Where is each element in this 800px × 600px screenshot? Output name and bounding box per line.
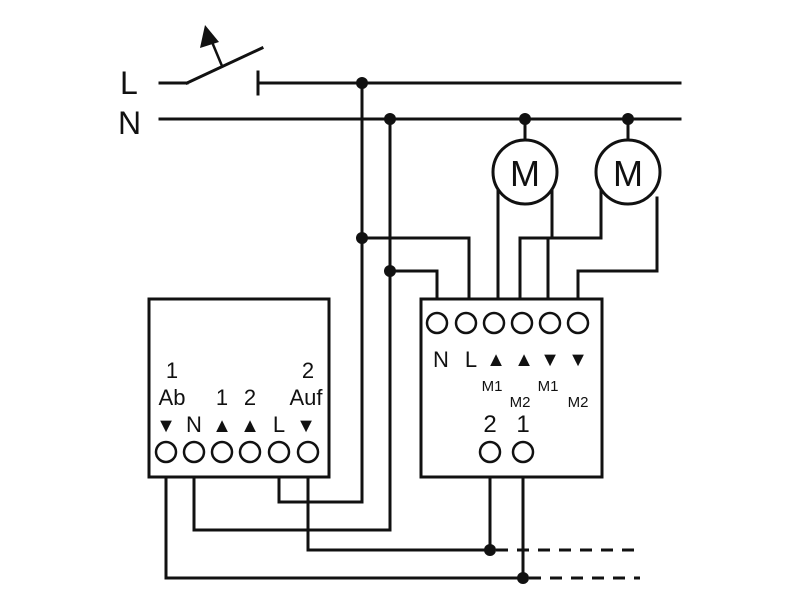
right-label-down-1: ▼ — [540, 349, 560, 371]
terminal-screw — [296, 440, 320, 464]
terminal-screw — [182, 440, 206, 464]
left-label-auf: Auf — [289, 385, 323, 410]
left-device: 1 Ab ▼ N 1 ▲ 2 ▲ L 2 Auf ▼ — [147, 297, 331, 479]
motor-1: M — [491, 113, 559, 301]
right-label-l: L — [465, 347, 477, 372]
terminal-screw — [511, 440, 535, 464]
supply-feeds — [356, 77, 471, 532]
left-label-l: L — [273, 412, 285, 437]
terminal-screw — [267, 440, 291, 464]
terminal-screw — [482, 311, 506, 335]
terminal-screw — [538, 311, 562, 335]
left-terminal-labels: 1 Ab ▼ N 1 ▲ 2 ▲ L 2 Auf ▼ — [156, 358, 323, 437]
motor-1-label: M — [510, 153, 540, 194]
right-label-m2-b: M2 — [568, 394, 589, 411]
right-top-terminals — [425, 311, 590, 335]
right-label-m1-b: M1 — [538, 378, 559, 395]
lower-wiring — [164, 475, 640, 584]
terminal-screw — [238, 440, 262, 464]
right-label-m1-a: M1 — [482, 378, 503, 395]
left-label-n: N — [186, 412, 202, 437]
right-label-up-1: ▲ — [486, 349, 506, 371]
motor-2-label: M — [613, 153, 643, 194]
terminal-screw — [454, 311, 478, 335]
left-label-3-top: 1 — [216, 385, 228, 410]
left-label-2-top: 2 — [302, 358, 314, 383]
left-label-1-top: 1 — [166, 358, 178, 383]
neutral-line-label: N — [118, 105, 141, 141]
terminal-screw — [210, 440, 234, 464]
left-label-ab: Ab — [159, 385, 186, 410]
main-switch — [158, 25, 682, 96]
right-label-1: 1 — [516, 411, 529, 438]
right-label-m2-a: M2 — [510, 394, 531, 411]
motor-2: M — [546, 113, 662, 301]
right-device: N L ▲ ▲ ▼ ▼ M1 M2 M1 M2 2 1 — [419, 297, 604, 479]
terminal-screw — [566, 311, 590, 335]
phase-line-label: L — [120, 65, 138, 101]
left-label-3-arrow: ▲ — [212, 415, 232, 437]
right-label-2: 2 — [483, 411, 496, 438]
left-label-1-arrow: ▼ — [156, 415, 176, 437]
right-top-labels: N L ▲ ▲ ▼ ▼ M1 M2 M1 M2 2 1 — [433, 347, 588, 438]
terminal-screw — [510, 311, 534, 335]
right-label-n: N — [433, 347, 449, 372]
left-terminals — [154, 440, 320, 464]
terminal-screw — [478, 440, 502, 464]
switch-arrow-icon — [200, 25, 224, 67]
right-bottom-terminals — [478, 440, 535, 464]
right-label-down-2: ▼ — [568, 349, 588, 371]
left-label-6-arrow: ▼ — [296, 415, 316, 437]
terminal-screw — [425, 311, 449, 335]
right-label-up-2: ▲ — [514, 349, 534, 371]
left-label-4-top: 2 — [244, 385, 256, 410]
left-label-4-arrow: ▲ — [240, 415, 260, 437]
terminal-screw — [154, 440, 178, 464]
